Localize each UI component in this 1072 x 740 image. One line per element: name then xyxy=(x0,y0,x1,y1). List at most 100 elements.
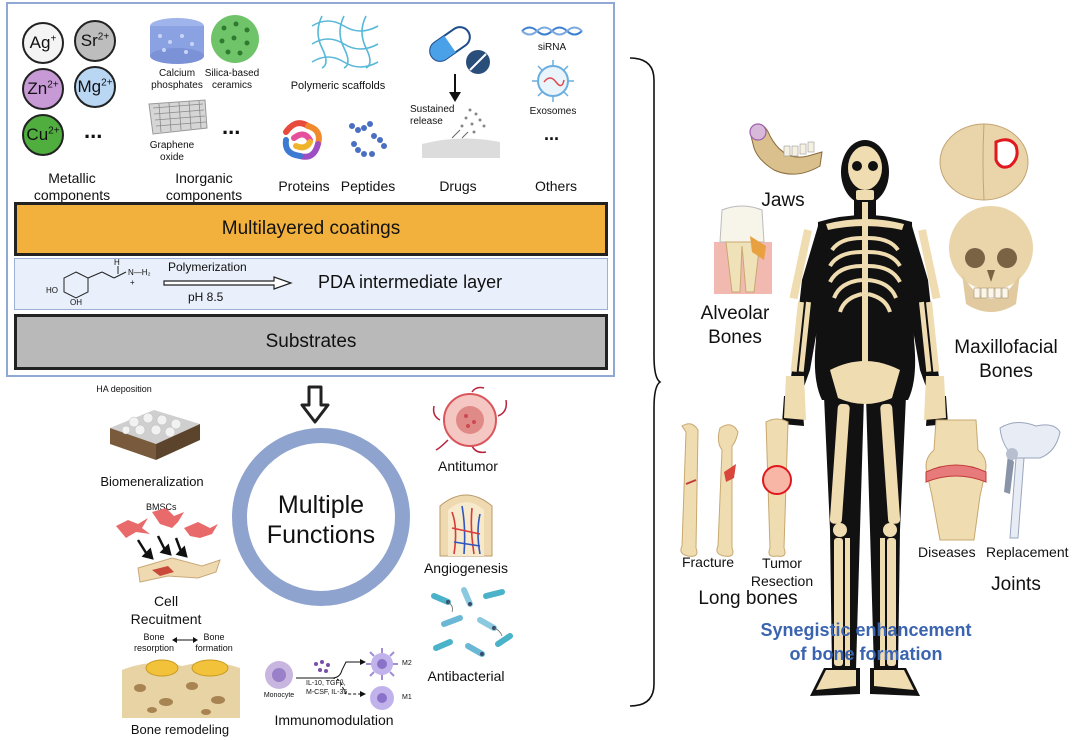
exosomes-label: Exosomes xyxy=(529,106,577,117)
calcium-label: Calcium phosphates xyxy=(151,68,203,91)
proteins-label: Proteins xyxy=(278,178,330,194)
ion-sr: Sr2+ xyxy=(74,20,116,62)
monocyte-icon xyxy=(265,661,293,689)
monocyte-label: Monocyte xyxy=(263,692,295,699)
peptides-label: Peptides xyxy=(340,178,396,194)
maxillofacial-label: Maxillofacial Bones xyxy=(954,337,1058,382)
dopamine-structure-icon xyxy=(63,266,127,299)
bmscs-label: BMSCs xyxy=(146,502,177,512)
bone-remodeling-label: Bone remodeling xyxy=(130,722,230,737)
ion-sr-label: Sr2+ xyxy=(80,31,110,50)
m1-label: M1 xyxy=(402,694,412,701)
ha-label: HA deposition xyxy=(96,384,152,394)
cell-recruitment-label: Cell Recuitment xyxy=(130,593,202,627)
ion-zn: Zn2+ xyxy=(22,68,64,110)
multiple-functions-label: Multiple Functions xyxy=(266,491,376,549)
multilayer-label: Multilayered coatings xyxy=(221,218,401,239)
jaws-label: Jaws xyxy=(761,190,805,211)
ion-ag-label: Ag+ xyxy=(29,33,57,52)
polymeric-label: Polymeric scaffolds xyxy=(290,80,386,92)
resorption-formation-arrow-icon xyxy=(172,637,198,643)
pill-capsule-icon xyxy=(429,26,490,74)
sirna-icon xyxy=(521,26,583,36)
dopamine-oh: OH xyxy=(70,298,82,307)
synergy-line-2: of bone formation xyxy=(789,644,943,664)
pda-bar xyxy=(14,258,608,310)
antibacterial-label: Antibacterial xyxy=(427,668,505,684)
m2-label: M2 xyxy=(402,660,412,667)
hip-replacement-icon xyxy=(999,422,1061,539)
others-ellipsis: ... xyxy=(544,124,560,144)
long-bone-tumor-icon xyxy=(762,418,792,557)
alveolar-tooth-icon xyxy=(714,205,772,294)
tumor-cell-icon xyxy=(432,386,508,454)
graphene-label: Graphene oxide xyxy=(149,140,195,163)
ha-deposition-icon xyxy=(110,410,200,460)
bone-remodeling-icon xyxy=(122,659,240,718)
polymerization-label: Polymerization xyxy=(168,260,247,274)
inorganic-label: Inorganic components xyxy=(165,170,243,203)
skull-top-icon xyxy=(939,123,1029,201)
immunomodulation-label: Immunomodulation xyxy=(274,712,394,728)
sustained-label: Sustained release xyxy=(410,104,455,127)
ph-label: pH 8.5 xyxy=(188,290,224,304)
replacement-label: Replacement xyxy=(986,544,1069,560)
tumor-resection-label: Tumor Resection xyxy=(750,555,814,589)
ion-ag: Ag+ xyxy=(22,22,64,64)
polymer-scaffold-icon xyxy=(311,15,379,69)
joints-label: Joints xyxy=(991,574,1041,595)
dopamine-h: H xyxy=(114,258,120,267)
blood-vessel-icon xyxy=(439,494,493,557)
diseases-label: Diseases xyxy=(918,544,976,560)
ions-ellipsis: ... xyxy=(84,118,103,143)
exosome-icon xyxy=(532,60,574,102)
long-bones-label: Long bones xyxy=(698,588,798,609)
jaw-bone-icon xyxy=(749,123,823,175)
human-skeleton-icon xyxy=(782,140,948,696)
synergy-line-1: Synegistic enhancement xyxy=(760,620,972,640)
angiogenesis-label: Angiogenesis xyxy=(423,560,509,576)
biomineralization-label: Biomeneralization xyxy=(100,474,204,489)
bone-formation-label: Bone formation xyxy=(195,632,233,653)
silica-ceramic-icon xyxy=(211,15,259,63)
release-surface-icon xyxy=(422,108,500,158)
ion-zn-label: Zn2+ xyxy=(27,79,59,98)
inorganic-ellipsis: ... xyxy=(222,114,241,139)
polymerization-arrow-icon xyxy=(163,276,293,290)
silica-label: Silica-based ceramics xyxy=(204,68,260,91)
m2-macrophage-icon xyxy=(366,648,398,680)
drugs-label: Drugs xyxy=(439,178,477,194)
antitumor-label: Antitumor xyxy=(438,458,498,474)
sirna-label: siRNA xyxy=(537,42,567,53)
substrates-label: Substrates xyxy=(265,331,357,352)
cytokines-line-2: M-CSF, IL-35 xyxy=(306,689,348,696)
multilayer-bar: Multilayered coatings xyxy=(14,202,608,256)
long-bone-fracture-icon xyxy=(680,423,739,557)
ion-mg: Mg2+ xyxy=(74,66,116,108)
bacteria-icon xyxy=(431,587,513,657)
calcium-phosphate-icon xyxy=(150,18,204,64)
others-label: Others xyxy=(534,178,578,194)
knee-joint-icon xyxy=(925,419,987,541)
m1-macrophage-icon xyxy=(370,686,394,710)
graphene-oxide-icon xyxy=(148,99,208,135)
bone-resorption-label: Bone resorption xyxy=(133,632,175,653)
curly-brace-icon xyxy=(629,57,662,707)
polarization-arrows-icon xyxy=(296,659,366,697)
pda-label: PDA intermediate layer xyxy=(318,272,503,292)
skull-front-icon xyxy=(949,206,1033,312)
dopamine-nh2: N—H₂ xyxy=(128,268,151,277)
alveolar-label: Alveolar Bones xyxy=(700,303,770,348)
coating-panel xyxy=(6,2,615,377)
ion-cu-label: Cu2+ xyxy=(26,125,60,144)
down-arrow-icon xyxy=(300,385,330,424)
ion-cu: Cu2+ xyxy=(22,114,64,156)
substrates-bar: Substrates xyxy=(14,314,608,370)
bmsc-cells-icon xyxy=(116,508,221,583)
protein-icon xyxy=(282,120,322,160)
fracture-label: Fracture xyxy=(681,554,735,570)
cytokines-line-1: IL-10, TGFβ, xyxy=(306,680,346,687)
dopamine-ho: HO xyxy=(46,286,58,295)
dopamine-plus: + xyxy=(130,278,135,287)
cytokine-dots-icon xyxy=(314,660,330,673)
